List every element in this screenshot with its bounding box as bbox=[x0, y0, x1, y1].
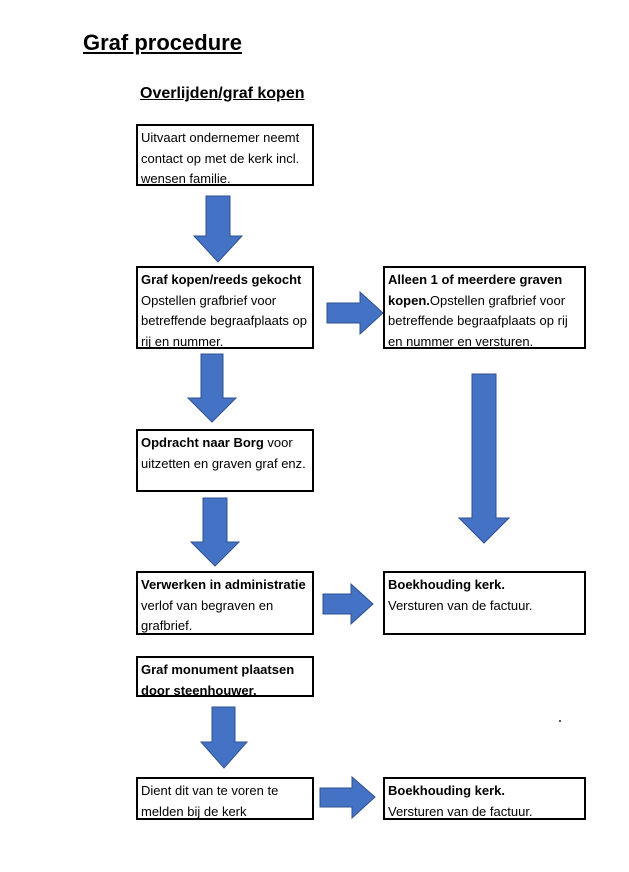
box-heading: Alleen 1 of meerdere graven kopen. bbox=[388, 272, 563, 308]
arrow-right-3 bbox=[319, 775, 376, 820]
box-dient-melden: Dient dit van te voren te melden bij de … bbox=[136, 777, 314, 820]
stray-dot bbox=[559, 720, 561, 722]
box-uitvaart-ondernemer: Uitvaart ondernemer neemt contact op met… bbox=[136, 124, 314, 186]
arrow-right-2 bbox=[322, 582, 374, 626]
arrow-down-2 bbox=[186, 353, 238, 423]
arrow-down-3 bbox=[189, 497, 241, 567]
box-text: Versturen van de factuur. bbox=[388, 597, 533, 613]
box-graf-kopen: Graf kopen/reeds gekocht Opstellen grafb… bbox=[136, 266, 314, 349]
box-heading: Graf monument plaatsen door steenhouwer. bbox=[141, 662, 295, 698]
arrow-down-4 bbox=[199, 706, 249, 769]
box-text: voor uitzetten en graven graf enz. bbox=[141, 435, 306, 471]
box-text: Opstellen grafbrief voor betreffende beg… bbox=[141, 292, 308, 349]
box-boekhouding-kerk-1: Boekhouding kerk. Versturen van de factu… bbox=[383, 571, 586, 635]
box-verwerken-administratie: Verwerken in administratie verlof van be… bbox=[136, 571, 314, 635]
box-heading: Boekhouding kerk. bbox=[388, 577, 506, 592]
box-text: Uitvaart ondernemer neemt contact op met… bbox=[141, 130, 300, 186]
diagram-subtitle: Overlijden/graf kopen bbox=[140, 85, 305, 102]
box-text: Dient dit van te voren te melden bij de … bbox=[141, 783, 279, 819]
box-graven-kopen: Alleen 1 of meerdere graven kopen.Opstel… bbox=[383, 266, 586, 349]
box-heading: Opdracht naar Borg bbox=[141, 435, 264, 450]
box-heading: Graf kopen/reeds gekocht bbox=[141, 272, 302, 287]
box-heading: Verwerken in administratie bbox=[141, 577, 306, 592]
box-opdracht-borg: Opdracht naar Borg voor uitzetten en gra… bbox=[136, 429, 314, 492]
box-text: Opstellen grafbrief voor betreffende beg… bbox=[388, 292, 568, 349]
arrow-down-long bbox=[457, 373, 511, 544]
diagram-title: Graf procedure bbox=[83, 30, 242, 55]
box-heading: Boekhouding kerk. bbox=[388, 783, 506, 798]
box-text: verlof van begraven en grafbrief. bbox=[141, 597, 274, 634]
box-text: Versturen van de factuur. bbox=[388, 803, 533, 819]
box-graf-monument: Graf monument plaatsen door steenhouwer. bbox=[136, 656, 314, 698]
box-boekhouding-kerk-2: Boekhouding kerk. Versturen van de factu… bbox=[383, 777, 586, 820]
arrow-right-1 bbox=[326, 290, 384, 336]
arrow-down-1 bbox=[192, 195, 244, 263]
